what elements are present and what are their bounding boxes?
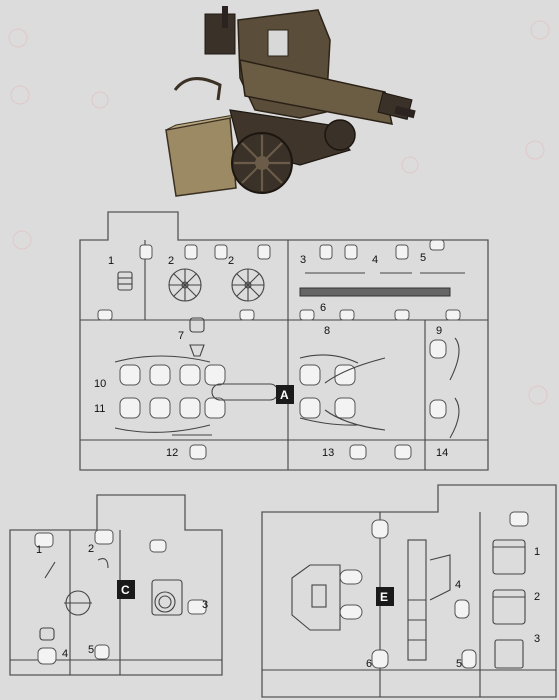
part-label: 3 xyxy=(202,599,208,611)
svg-text:C: C xyxy=(121,583,130,597)
sprue-a-parts xyxy=(114,268,465,439)
part-label: 9 xyxy=(436,325,442,337)
part-label: 1 xyxy=(534,546,540,558)
part-label: 5 xyxy=(88,644,94,656)
part-label: 12 xyxy=(166,447,178,459)
part-label: 5 xyxy=(420,252,426,264)
part-label: 5 xyxy=(456,658,462,670)
part-label: 6 xyxy=(320,302,326,314)
sprue-e-frame xyxy=(261,484,557,698)
part-label: 10 xyxy=(94,378,106,390)
part-label: 6 xyxy=(366,658,372,670)
part-label: 4 xyxy=(455,579,461,591)
part-label: 2 xyxy=(534,591,540,603)
sprue-c-parts xyxy=(39,558,183,641)
part-label: 7 xyxy=(178,330,184,342)
part-label: 8 xyxy=(324,325,330,337)
sprue-a: 1 2 2 3 4 5 6 7 8 9 10 11 12 13 14 A xyxy=(79,211,489,471)
part-label: 2 xyxy=(168,255,174,267)
maxim-gun-photo xyxy=(165,6,416,197)
svg-text:E: E xyxy=(380,590,388,604)
part-label: 4 xyxy=(372,254,378,266)
part-label: 14 xyxy=(436,447,448,459)
sprue-a-gates xyxy=(97,239,461,460)
sprue-e: 1 2 3 4 5 6 E xyxy=(261,484,557,698)
sprue-c-frame xyxy=(9,494,223,676)
part-label: 13 xyxy=(322,447,334,459)
part-label: 1 xyxy=(36,544,42,556)
part-label: 4 xyxy=(62,648,68,660)
sprue-c-badge: C xyxy=(117,580,135,599)
part-label: 3 xyxy=(534,633,540,645)
svg-text:A: A xyxy=(280,388,289,402)
part-label: 1 xyxy=(108,255,114,267)
part-label: 2 xyxy=(88,543,94,555)
part-label: 3 xyxy=(300,254,306,266)
wheel-part xyxy=(168,268,202,302)
sprue-a-frame xyxy=(79,211,489,471)
sprue-c: 1 2 3 4 5 C xyxy=(9,494,223,676)
sprue-a-badge: A xyxy=(276,385,294,404)
wheel-part xyxy=(231,268,265,302)
sprue-e-parts xyxy=(291,539,526,669)
background-bleed xyxy=(8,20,550,405)
part-label: 11 xyxy=(94,403,105,415)
sprue-e-badge: E xyxy=(376,587,394,606)
part-label: 2 xyxy=(228,255,234,267)
